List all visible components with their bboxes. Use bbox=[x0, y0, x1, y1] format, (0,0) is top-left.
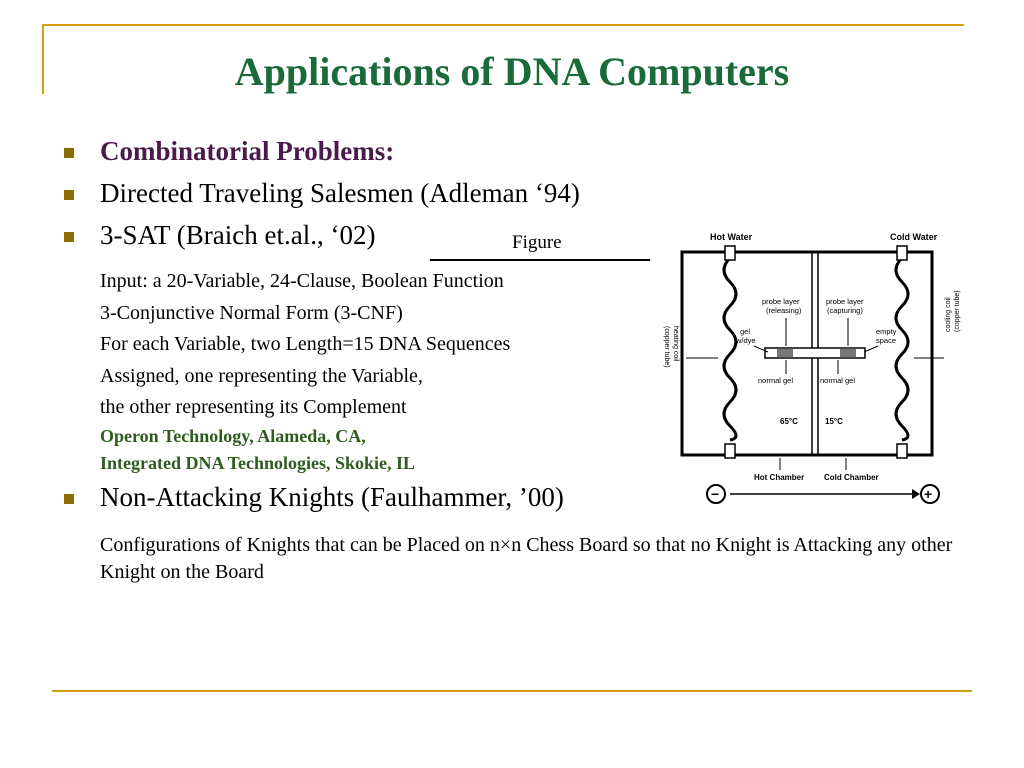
normal-gel-left-label: normal gel bbox=[758, 376, 793, 385]
cold-outlet bbox=[896, 443, 908, 459]
slide-title: Applications of DNA Computers bbox=[234, 49, 790, 94]
top-rule bbox=[44, 24, 964, 26]
bullet-combinatorial-problems: Combinatorial Problems: bbox=[100, 136, 395, 166]
left-rule bbox=[42, 24, 44, 94]
cooling-coil bbox=[894, 256, 910, 442]
hot-outlet bbox=[724, 443, 736, 459]
hot-temp-label: 65°C bbox=[780, 417, 798, 426]
figure-arrow-line bbox=[430, 259, 676, 261]
hot-inlet bbox=[724, 245, 736, 261]
minus-sign: − bbox=[711, 486, 719, 502]
empty-space-label: space bbox=[876, 336, 896, 345]
cold-water-label: Cold Water bbox=[890, 232, 938, 242]
gel-wdye-label: w/dye bbox=[735, 336, 756, 345]
bullet-marker bbox=[64, 190, 74, 200]
sat-detail-line: the other representing its Complement bbox=[100, 396, 407, 418]
cold-chamber-label: Cold Chamber bbox=[824, 473, 879, 482]
probe-releasing-label: probe layer bbox=[762, 297, 800, 306]
bullet-non-attacking-knights: Non-Attacking Knights (Faulhammer, ’00) bbox=[100, 482, 564, 512]
pointer-line bbox=[753, 345, 769, 353]
probe-releasing-label: (releasing) bbox=[766, 306, 802, 315]
sat-detail-line: For each Variable, two Length=15 DNA Seq… bbox=[100, 333, 511, 355]
probe-capturing-band bbox=[840, 349, 856, 357]
plus-sign: + bbox=[924, 486, 932, 502]
heating-coil bbox=[722, 256, 738, 442]
bullet-marker bbox=[64, 494, 74, 504]
heating-coil-label: heating coil bbox=[672, 326, 679, 362]
figure-label: Figure bbox=[512, 232, 562, 253]
bottom-rule bbox=[52, 690, 972, 692]
plus-electrode-icon bbox=[920, 484, 940, 504]
hot-water-label: Hot Water bbox=[710, 232, 753, 242]
probe-capturing-label: probe layer bbox=[826, 297, 864, 306]
diagram-background bbox=[650, 222, 980, 514]
gel-apparatus-diagram: Hot Water Cold Water probe layer (releas… bbox=[650, 222, 980, 514]
cooling-coil-label: cooling coil bbox=[945, 297, 952, 332]
sat-detail-line: Assigned, one representing the Variable, bbox=[100, 365, 423, 387]
company-line: Operon Technology, Alameda, CA, bbox=[100, 426, 366, 446]
probe-releasing-band bbox=[777, 349, 793, 357]
hot-chamber-label: Hot Chamber bbox=[754, 473, 804, 482]
normal-gel-right-label: normal gel bbox=[820, 376, 855, 385]
current-arrow-head bbox=[912, 489, 920, 499]
gel-wdye-label: gel bbox=[740, 327, 750, 336]
cooling-coil-label: (copper tube) bbox=[954, 290, 961, 332]
minus-electrode-icon bbox=[706, 484, 726, 504]
probe-capturing-label: (capturing) bbox=[827, 306, 863, 315]
bullet-3-sat: 3-SAT (Braich et.al., ‘02) bbox=[100, 220, 376, 250]
cold-inlet bbox=[896, 245, 908, 261]
bullet-traveling-salesmen: Directed Traveling Salesmen (Adleman ‘94… bbox=[100, 178, 580, 208]
chamber-box bbox=[680, 250, 934, 457]
heating-coil-label: (copper tube) bbox=[663, 326, 670, 368]
sat-detail-line: Input: a 20-Variable, 24-Clause, Boolean… bbox=[100, 270, 504, 292]
cold-temp-label: 15°C bbox=[825, 417, 843, 426]
pointer-line bbox=[863, 345, 879, 353]
company-line: Integrated DNA Technologies, Skokie, IL bbox=[100, 453, 416, 473]
gel-strip bbox=[764, 347, 866, 359]
bullet-marker bbox=[64, 148, 74, 158]
empty-space-label: empty bbox=[876, 327, 897, 336]
sat-detail-line: 3-Conjunctive Normal Form (3-CNF) bbox=[100, 302, 403, 324]
bullet-marker bbox=[64, 232, 74, 242]
knights-detail: Configurations of Knights that can be Pl… bbox=[100, 534, 953, 583]
